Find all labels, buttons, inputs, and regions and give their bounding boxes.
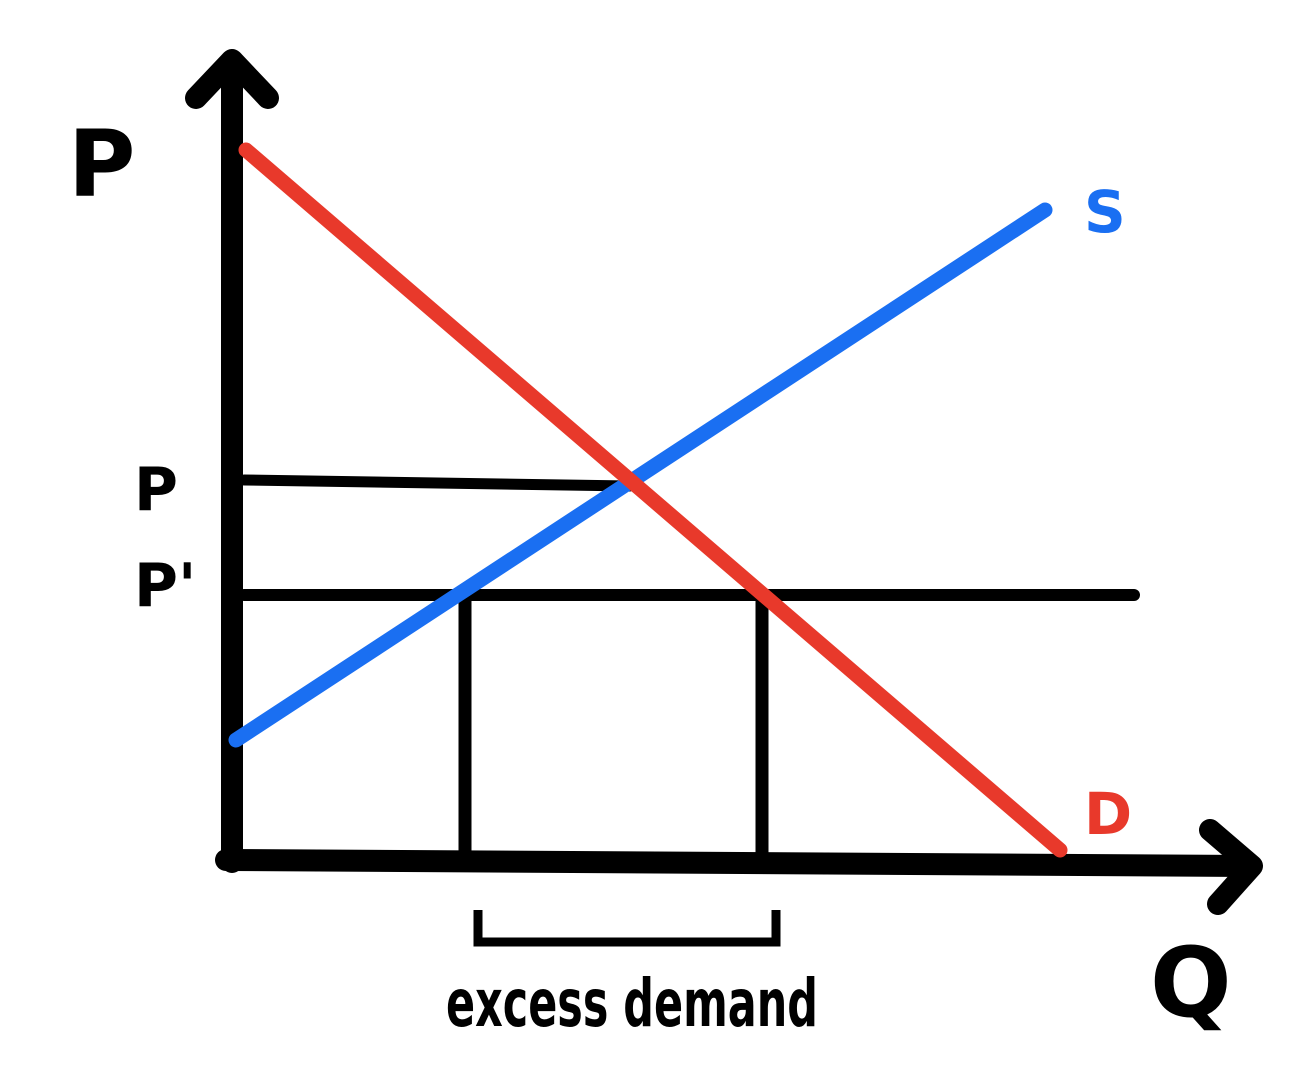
demand-curve [238,142,1068,858]
x-axis-label: Q [1150,927,1232,1039]
equilibrium-price-label: P [134,455,178,525]
y-axis-label: P [68,111,135,218]
excess-demand-bracket [473,910,781,947]
axes [185,49,1263,915]
excess-demand-label: excess demand [446,965,818,1042]
equilibrium-price-line [238,474,636,492]
x-axis-line [215,849,1261,877]
ceiling-price-label: P' [134,551,196,621]
supply-label: S [1084,178,1126,246]
demand-label: D [1084,780,1132,848]
y-axis-arrowhead [185,49,279,109]
x-axis-arrowhead [1199,819,1263,915]
supply-curve [228,202,1053,748]
